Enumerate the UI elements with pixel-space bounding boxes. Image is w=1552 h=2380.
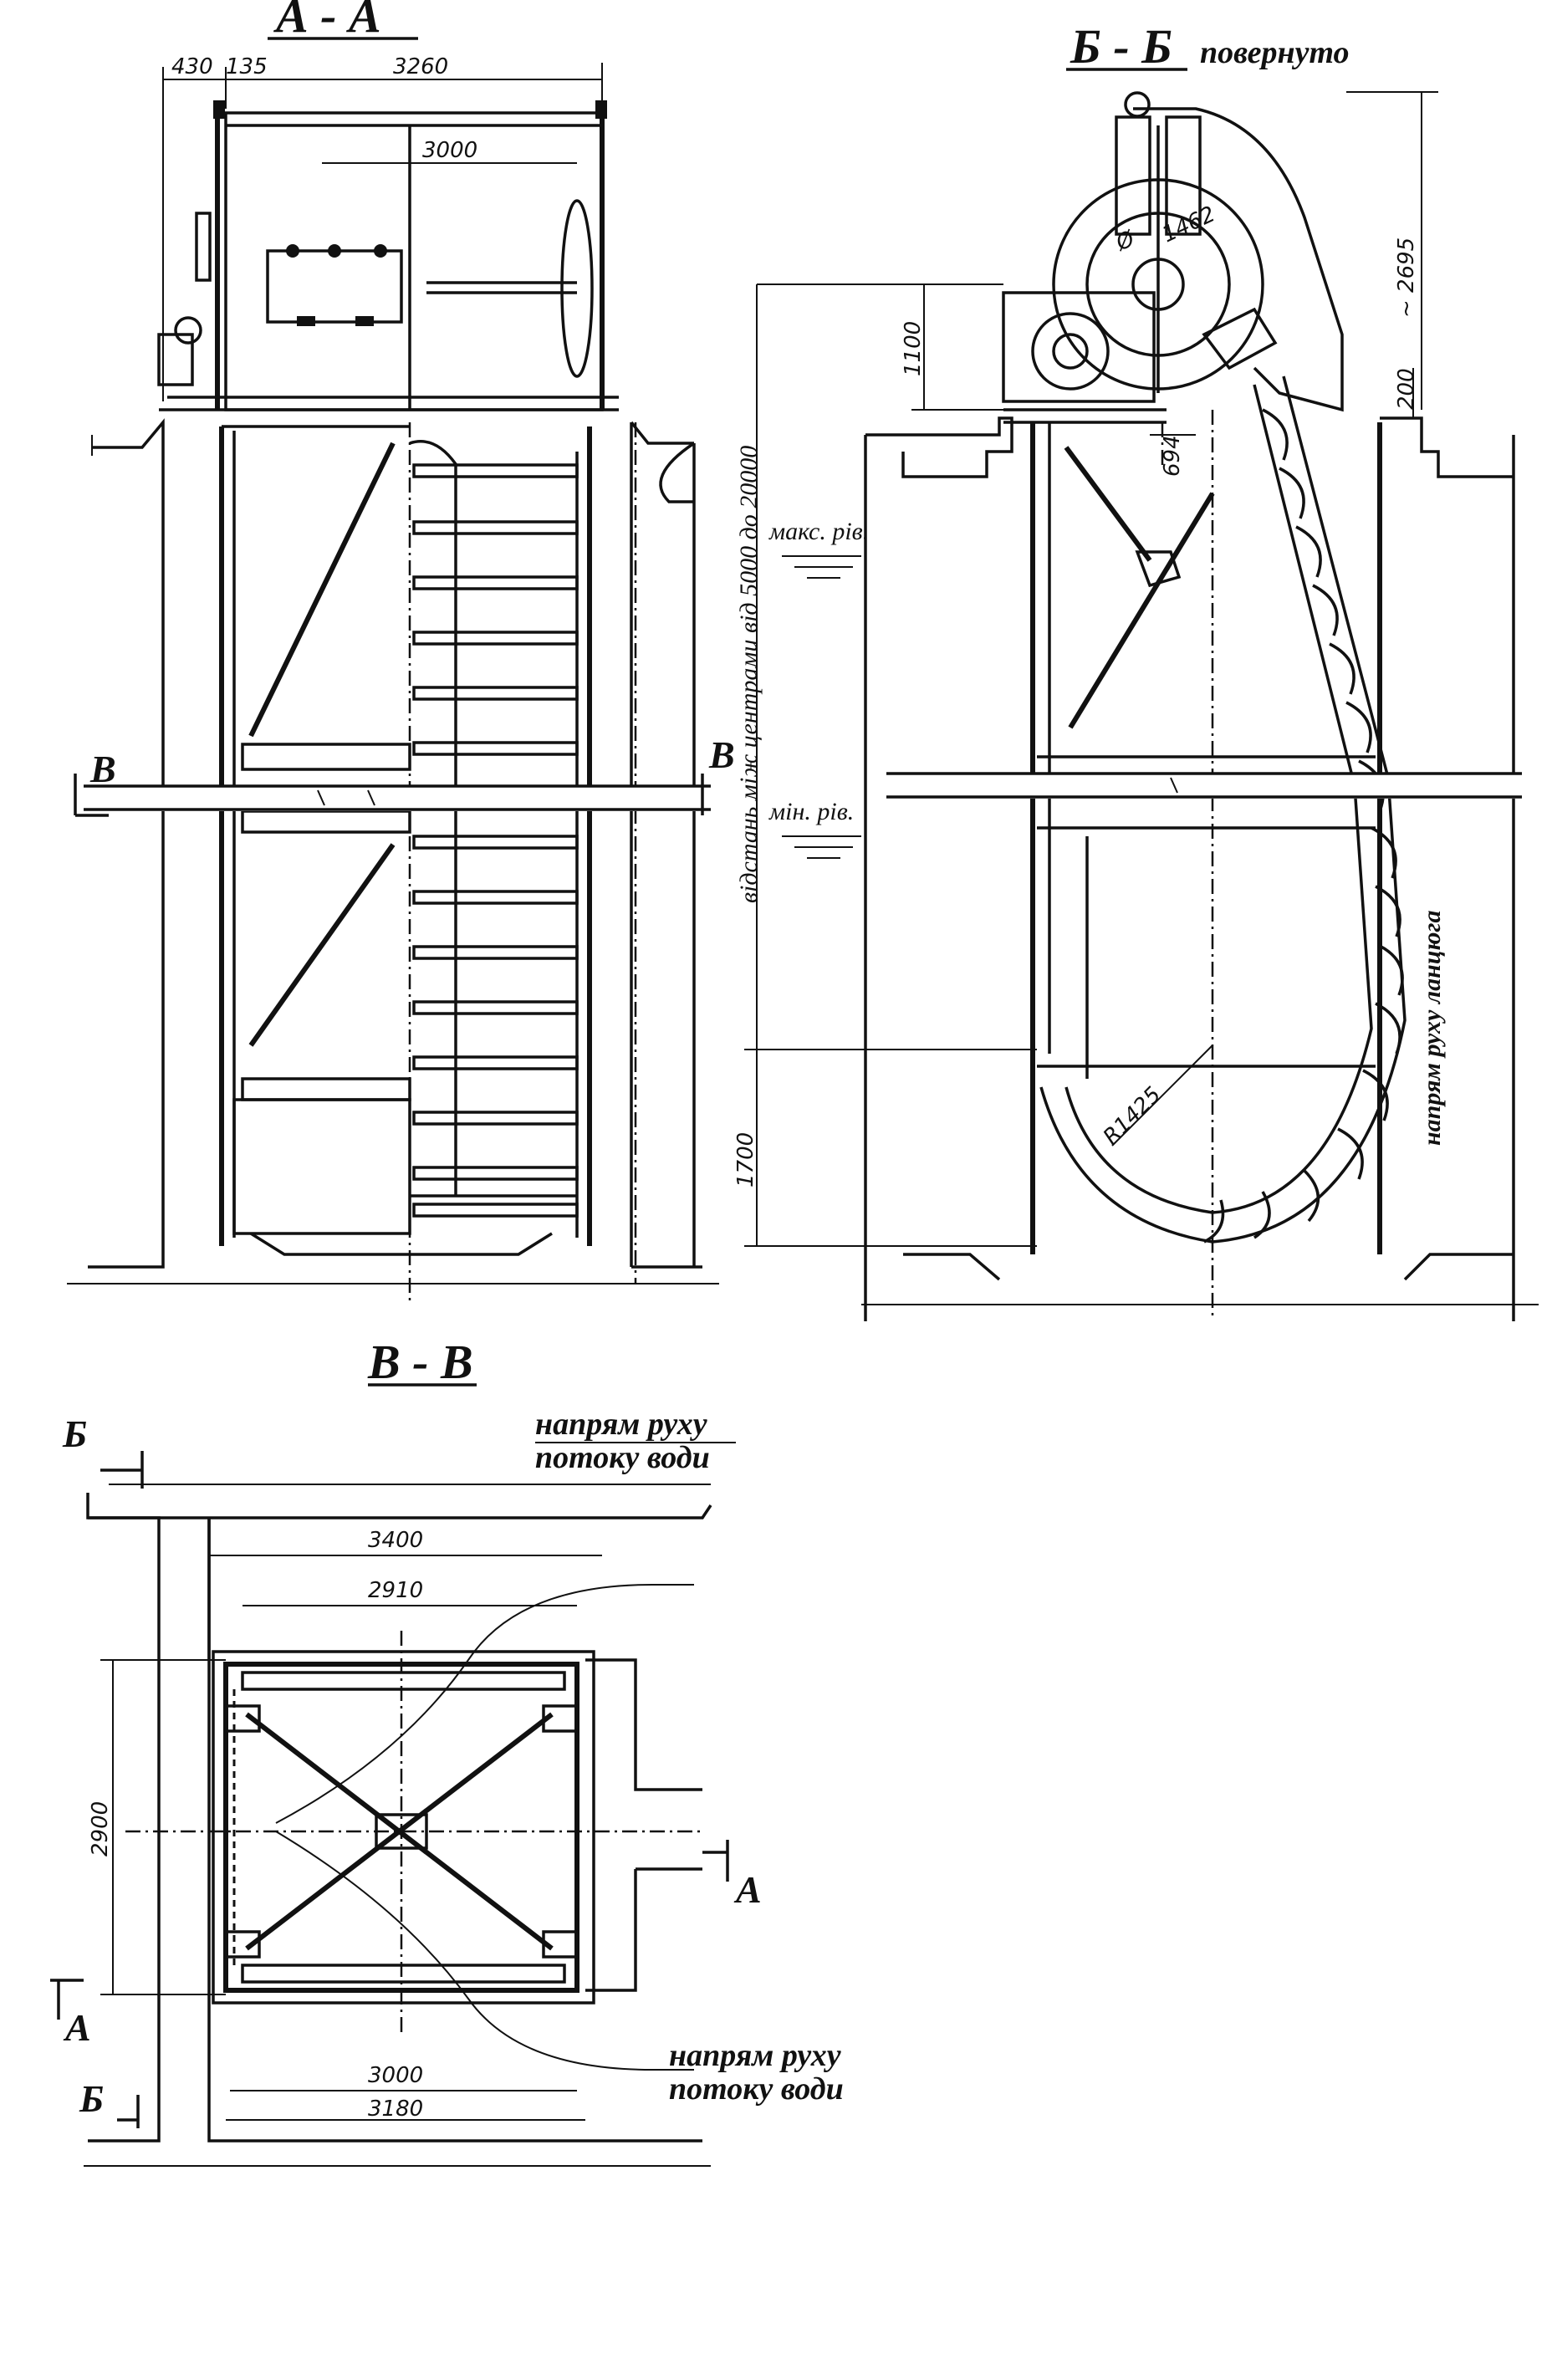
dim-430: 430: [171, 54, 213, 79]
cut-a-right: А: [733, 1868, 762, 1911]
dim-3180: 3180: [368, 2097, 423, 2122]
cut-b-label-left: В: [89, 748, 116, 790]
dim-135: 135: [226, 54, 268, 79]
cut-b-label-right: В: [708, 733, 735, 776]
dim-200: 200: [1394, 368, 1419, 410]
cut-b-bottom: Б: [79, 2077, 104, 2120]
chain-slats: [412, 463, 579, 1218]
dim-2900: 2900: [88, 1801, 113, 1857]
flow-top-line1: напрям руху: [535, 1407, 707, 1442]
flow-top-line2: потоку води: [535, 1440, 710, 1475]
section-b-note: повернуто: [1200, 35, 1350, 70]
section-b-b: Б - Б повернуто Ø 1462 ~ 2695 200 1100: [733, 19, 1539, 1321]
section-a-title: А - А: [273, 0, 381, 43]
flow-bottom-line1: напрям руху: [669, 2038, 841, 2073]
level-max: макс. рів.: [768, 518, 869, 545]
distance-note: відстань між центрами від 5000 до 20000: [735, 446, 763, 903]
level-min: мін. рів.: [768, 798, 854, 825]
dim-3260: 3260: [393, 54, 448, 79]
dim-2695: ~ 2695: [1394, 237, 1419, 318]
dim-694: 694: [1160, 435, 1185, 477]
dim-3000-v: 3000: [368, 2063, 423, 2088]
cut-b-top: Б: [62, 1412, 87, 1455]
chain-direction-note: напрям руху ланцюга: [1418, 911, 1446, 1147]
radius-1425: R1425: [1099, 1082, 1167, 1150]
section-a-a: А - А 430 135 3260 3000: [67, 0, 735, 1300]
chain-buckets: [1203, 408, 1404, 1244]
flow-bottom-line2: потоку води: [669, 2071, 844, 2107]
dim-1100: 1100: [901, 321, 926, 376]
section-v-v: В - В напрям руху потоку води Б 3400 291…: [50, 1335, 844, 2167]
dim-3400: 3400: [368, 1528, 423, 1553]
dim-3000-a: 3000: [422, 138, 477, 163]
section-v-title: В - В: [367, 1335, 473, 1389]
dim-1700: 1700: [733, 1132, 758, 1187]
dim-2910: 2910: [368, 1578, 423, 1603]
cut-a-left: А: [63, 2006, 91, 2049]
section-b-title: Б - Б: [1070, 19, 1172, 74]
